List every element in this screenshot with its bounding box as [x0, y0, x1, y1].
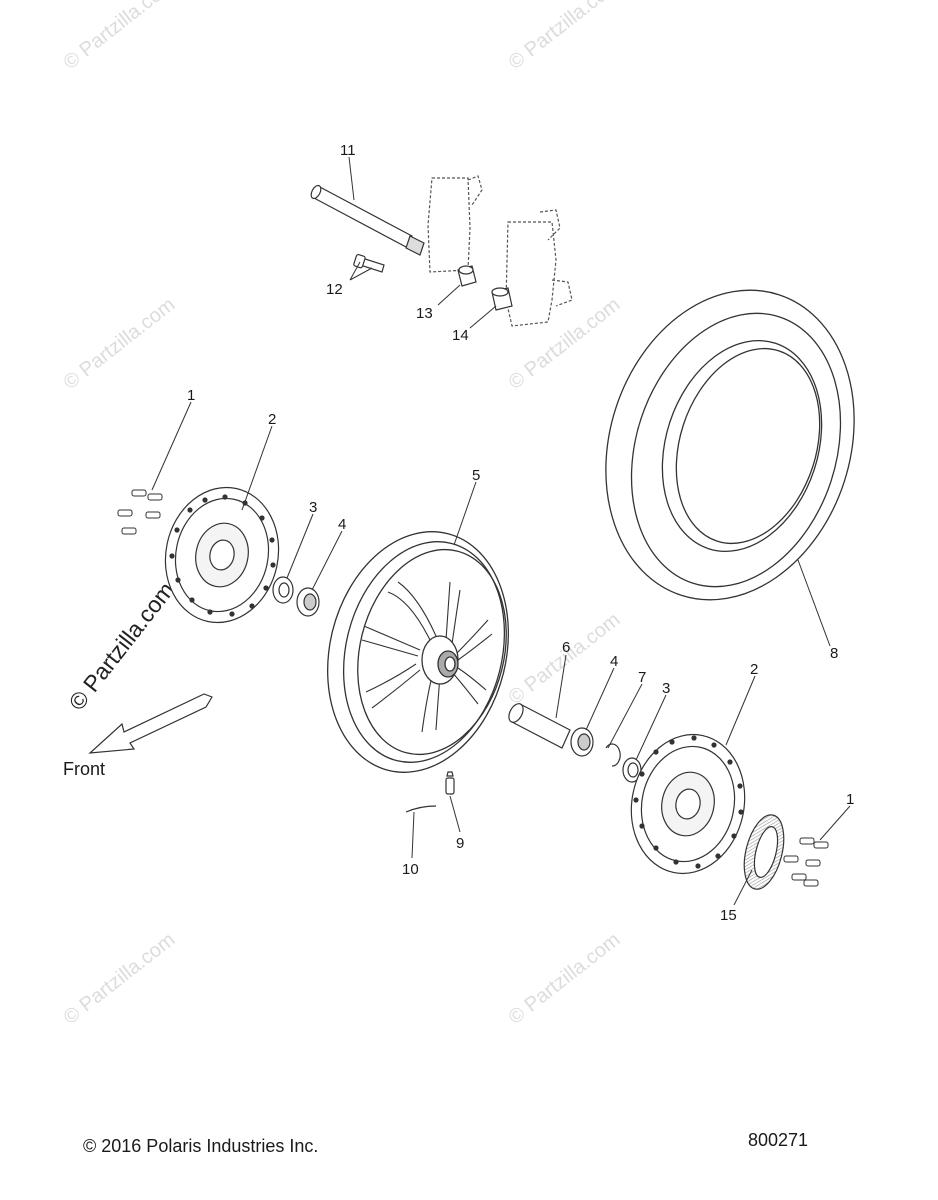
watermark: © Partzilla.com	[505, 929, 625, 1029]
callout-5: 5	[472, 467, 480, 484]
callout-15: 15	[720, 907, 737, 924]
callout-3-left: 3	[309, 499, 317, 516]
brake-disc-right-part-2	[630, 733, 746, 875]
spacer-part-14	[491, 287, 513, 311]
valve-stem-part-9	[445, 771, 455, 795]
callout-8: 8	[830, 645, 838, 662]
tone-ring-part-15	[743, 814, 785, 890]
callout-6: 6	[562, 639, 570, 656]
callout-4-right: 4	[610, 653, 618, 670]
watermark: © Partzilla.com	[505, 0, 625, 74]
seal-right-part-3	[622, 757, 642, 783]
spacer-part-13	[457, 265, 477, 287]
watermark: © Partzilla.com	[505, 294, 625, 394]
watermark: © Partzilla.com	[60, 294, 180, 394]
seal-left-part-3	[272, 576, 294, 604]
front-label: Front	[63, 759, 105, 779]
disc-bolts-right-part-1	[783, 837, 829, 887]
callout-2-right: 2	[750, 661, 758, 678]
callout-labels: 1 2 3 4 5 4 7 3 2 1 6 8 9 10 11 12 13 14…	[187, 142, 854, 924]
axle-part-11	[310, 184, 425, 256]
callout-1-right: 1	[846, 791, 854, 808]
callout-9: 9	[456, 835, 464, 852]
watermark: © Partzilla.com	[60, 0, 180, 74]
watermark-prominent: © Partzilla.com	[63, 577, 179, 715]
callout-12: 12	[326, 281, 343, 298]
callout-1-left: 1	[187, 387, 195, 404]
bearing-left-part-4	[296, 587, 320, 617]
callout-10: 10	[402, 861, 419, 878]
bearing-right-part-4	[570, 727, 594, 757]
tire-part-8	[605, 289, 855, 601]
callout-11: 11	[340, 142, 356, 159]
disc-bolts-left-part-1	[117, 489, 163, 535]
balance-weight-part-10	[405, 805, 437, 813]
callout-2-left: 2	[268, 411, 276, 428]
callout-14: 14	[452, 327, 469, 344]
watermark: © Partzilla.com	[505, 609, 625, 709]
fork-legs	[427, 175, 573, 327]
front-direction-arrow	[88, 693, 213, 754]
callout-13: 13	[416, 305, 433, 322]
brake-disc-left-part-2	[164, 486, 280, 624]
copyright-notice: © 2016 Polaris Industries Inc.	[83, 1136, 319, 1156]
spacer-tube-part-6	[508, 703, 571, 749]
leader-lines	[151, 156, 851, 906]
watermark: © Partzilla.com	[60, 929, 180, 1029]
callout-7: 7	[638, 669, 646, 686]
callout-3-right: 3	[662, 680, 670, 697]
callout-4-left: 4	[338, 516, 346, 533]
drawing-number: 800271	[748, 1130, 809, 1150]
wheel-part-5	[327, 531, 509, 773]
